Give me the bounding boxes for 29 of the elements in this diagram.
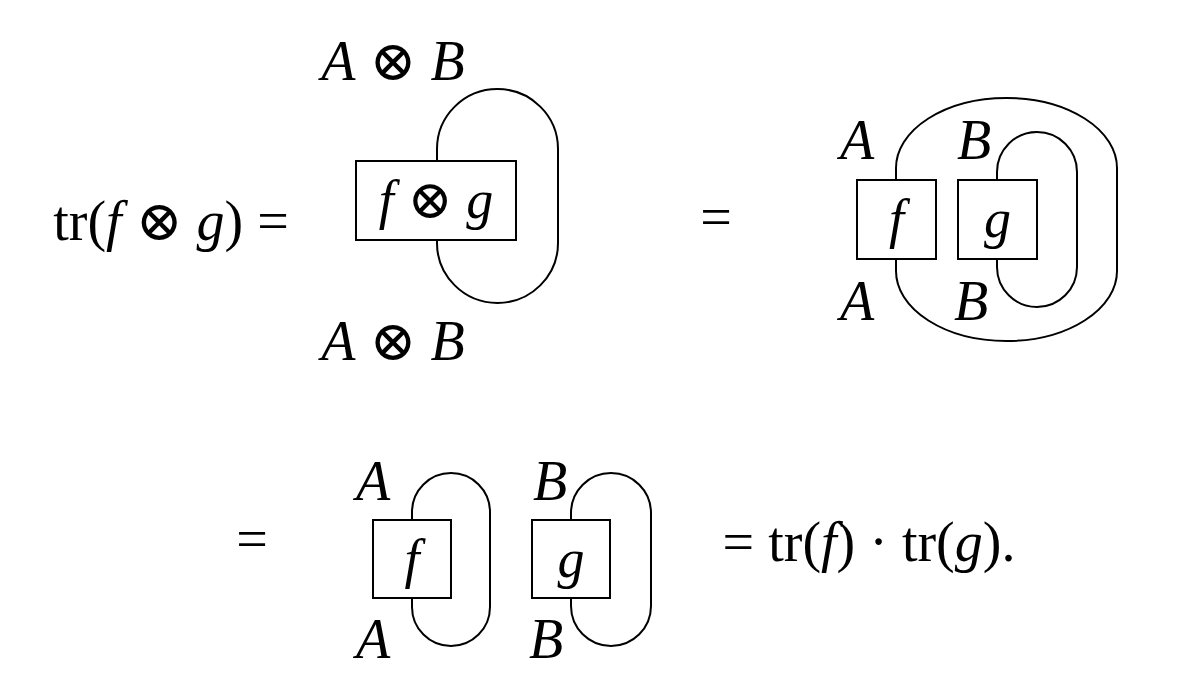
equation-text: tr(f ⊗ g) = bbox=[52, 191, 290, 253]
equals-sign: = bbox=[235, 509, 269, 571]
wire-label: A ⊗ B bbox=[314, 31, 472, 93]
wire-loop bbox=[570, 472, 652, 647]
wire-label: B bbox=[531, 451, 569, 513]
wire-label: A bbox=[352, 451, 392, 513]
wire-loop bbox=[895, 97, 1118, 342]
morphism-box bbox=[355, 160, 517, 241]
wire-loop bbox=[411, 472, 491, 647]
wire-label: B bbox=[527, 609, 565, 671]
morphism-box bbox=[856, 179, 937, 260]
morphism-box bbox=[957, 179, 1038, 260]
wire-label: A bbox=[352, 609, 392, 671]
morphism-label: f bbox=[880, 188, 913, 251]
wire-label: A bbox=[836, 110, 876, 172]
morphism-box bbox=[372, 519, 452, 599]
equation-text: = tr(f) · tr(g). bbox=[721, 512, 1017, 574]
wire-loop bbox=[996, 131, 1078, 308]
morphism-label: f bbox=[396, 527, 428, 591]
morphism-label: g bbox=[556, 527, 586, 591]
wire-loop bbox=[436, 88, 559, 304]
wire-label: A ⊗ B bbox=[314, 311, 472, 373]
morphism-label: g bbox=[983, 188, 1012, 251]
equals-sign: = bbox=[699, 187, 733, 249]
wire-label: A bbox=[836, 271, 876, 333]
morphism-box bbox=[531, 519, 611, 599]
morphism-label: f ⊗ g bbox=[377, 169, 495, 232]
wire-label: B bbox=[955, 110, 993, 172]
wire-label: B bbox=[952, 271, 990, 333]
